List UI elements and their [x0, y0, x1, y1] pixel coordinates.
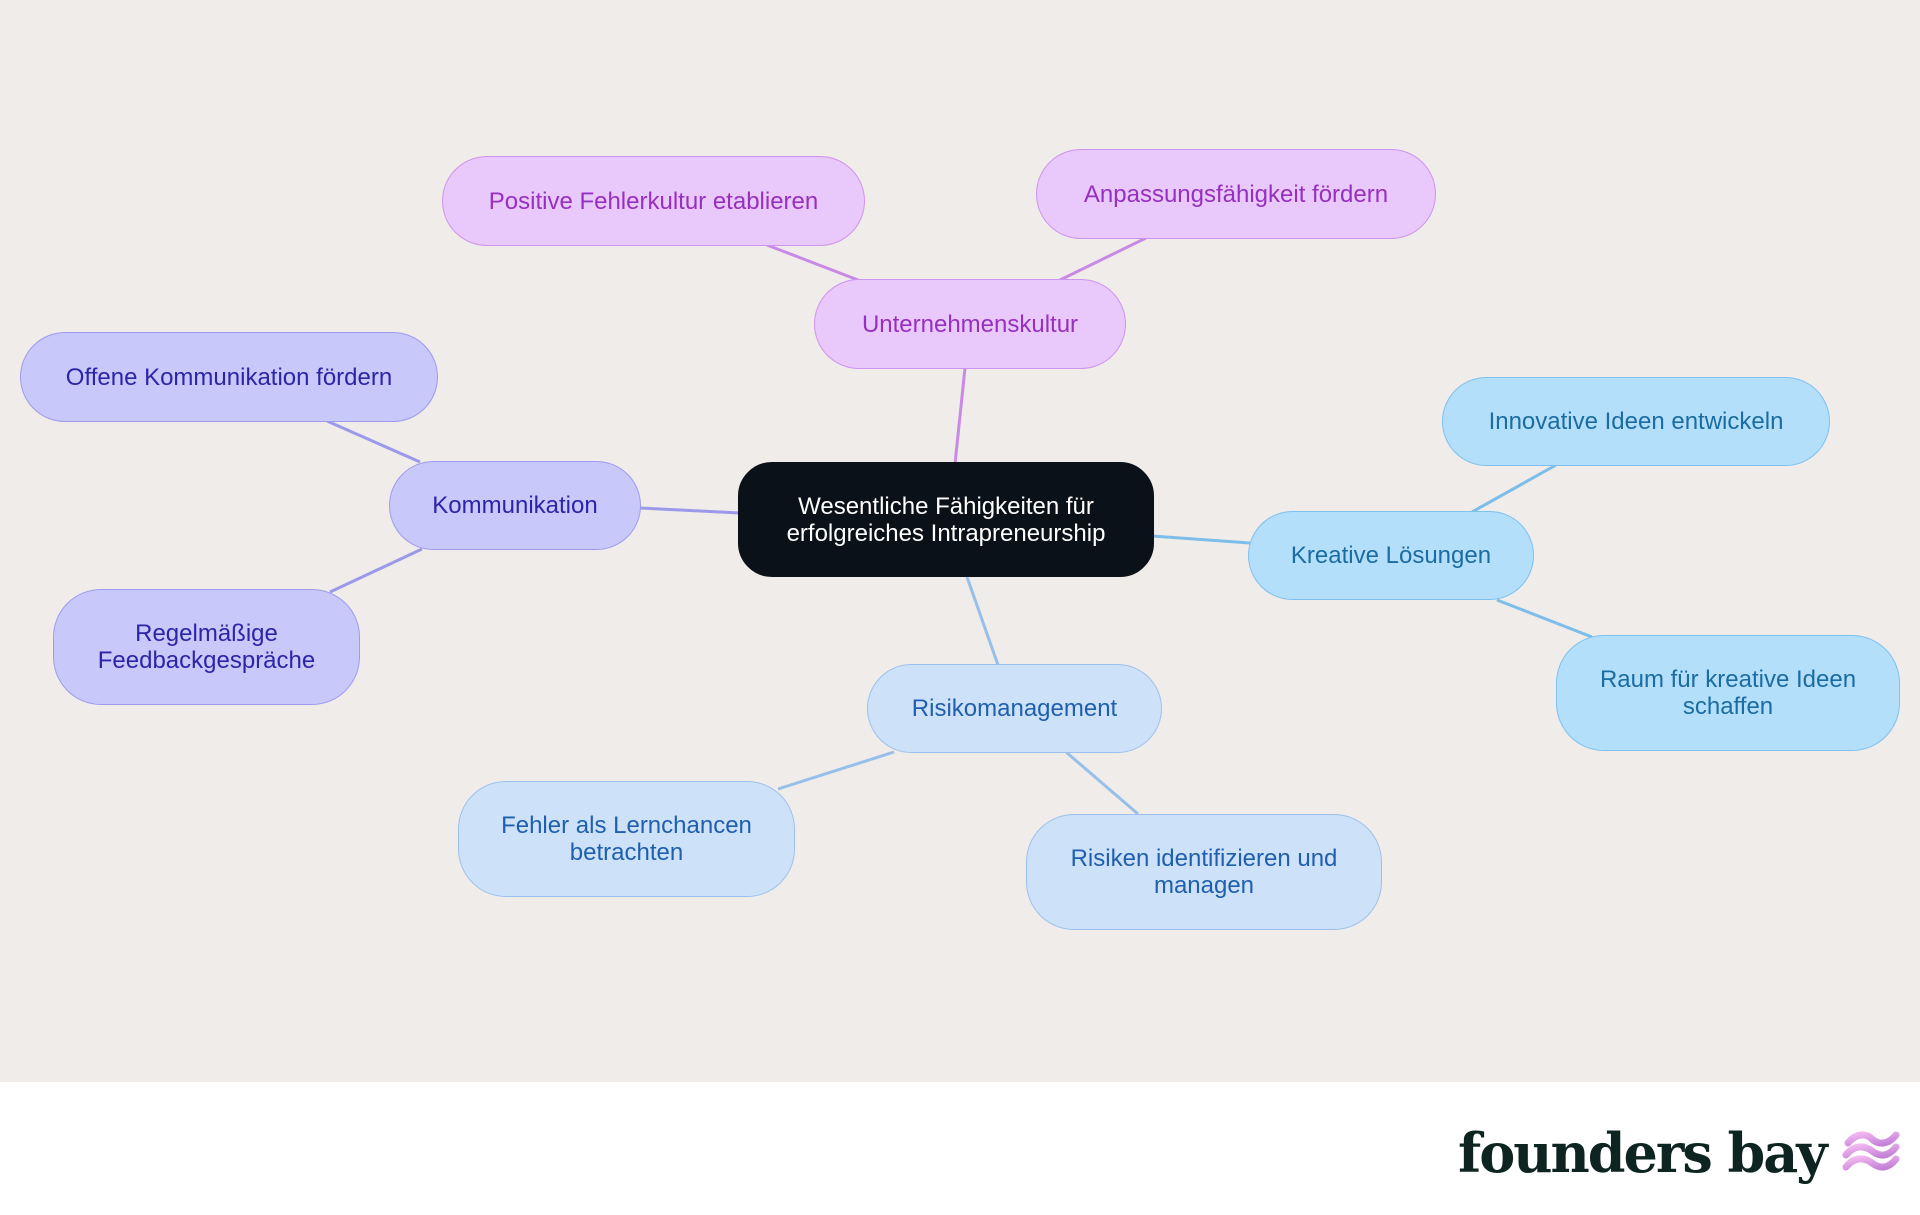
node-anpassungsfaehigkeit: Anpassungsfähigkeit fördern: [1036, 149, 1436, 239]
node-kommunikation: Kommunikation: [389, 461, 641, 550]
mindmap-canvas: Wesentliche Fähigkeiten für erfolgreiche…: [0, 0, 1920, 1082]
edge-root-kommunikation: [639, 506, 741, 515]
node-innovative-ideen: Innovative Ideen entwickeln: [1442, 377, 1830, 466]
node-risiken-identifizieren: Risiken identifizieren und managen: [1026, 814, 1382, 930]
footer: [0, 1082, 1920, 1215]
node-raum-kreative-ideen: Raum für kreative Ideen schaffen: [1556, 635, 1900, 751]
edge-kultur-fehlerkultur: [766, 243, 859, 282]
mindmap-edges: [326, 236, 1593, 816]
node-feedbackgespraeche: Regelmäßige Feedbackgespräche: [53, 589, 360, 705]
waves-icon: [1842, 1129, 1900, 1178]
edge-root-kreativ: [1151, 534, 1251, 545]
edge-risiko-fehler: [777, 750, 895, 791]
edge-root-kultur: [953, 367, 967, 465]
brand-logo[interactable]: founders bay: [1458, 1118, 1900, 1188]
edge-kreativ-innovativ: [1471, 463, 1557, 514]
node-positive-fehlerkultur: Positive Fehlerkultur etablieren: [442, 156, 865, 246]
node-fehler-lernchancen: Fehler als Lernchancen betrachten: [458, 781, 795, 897]
edge-risiko-risiken: [1065, 750, 1139, 816]
node-risikomanagement: Risikomanagement: [867, 664, 1162, 753]
node-unternehmenskultur: Unternehmenskultur: [814, 279, 1126, 369]
brand-name: founders bay: [1458, 1121, 1828, 1185]
root-node: Wesentliche Fähigkeiten für erfolgreiche…: [738, 462, 1154, 577]
edge-root-risiko: [965, 576, 1000, 666]
edge-kommunikation-offen: [326, 419, 421, 464]
edge-kreativ-raum: [1496, 598, 1593, 639]
edge-kultur-anpassung: [1059, 236, 1147, 282]
node-offene-kommunikation: Offene Kommunikation fördern: [20, 332, 438, 422]
node-kreative-loesungen: Kreative Lösungen: [1248, 511, 1534, 600]
edge-kommunikation-feedback: [329, 547, 423, 594]
